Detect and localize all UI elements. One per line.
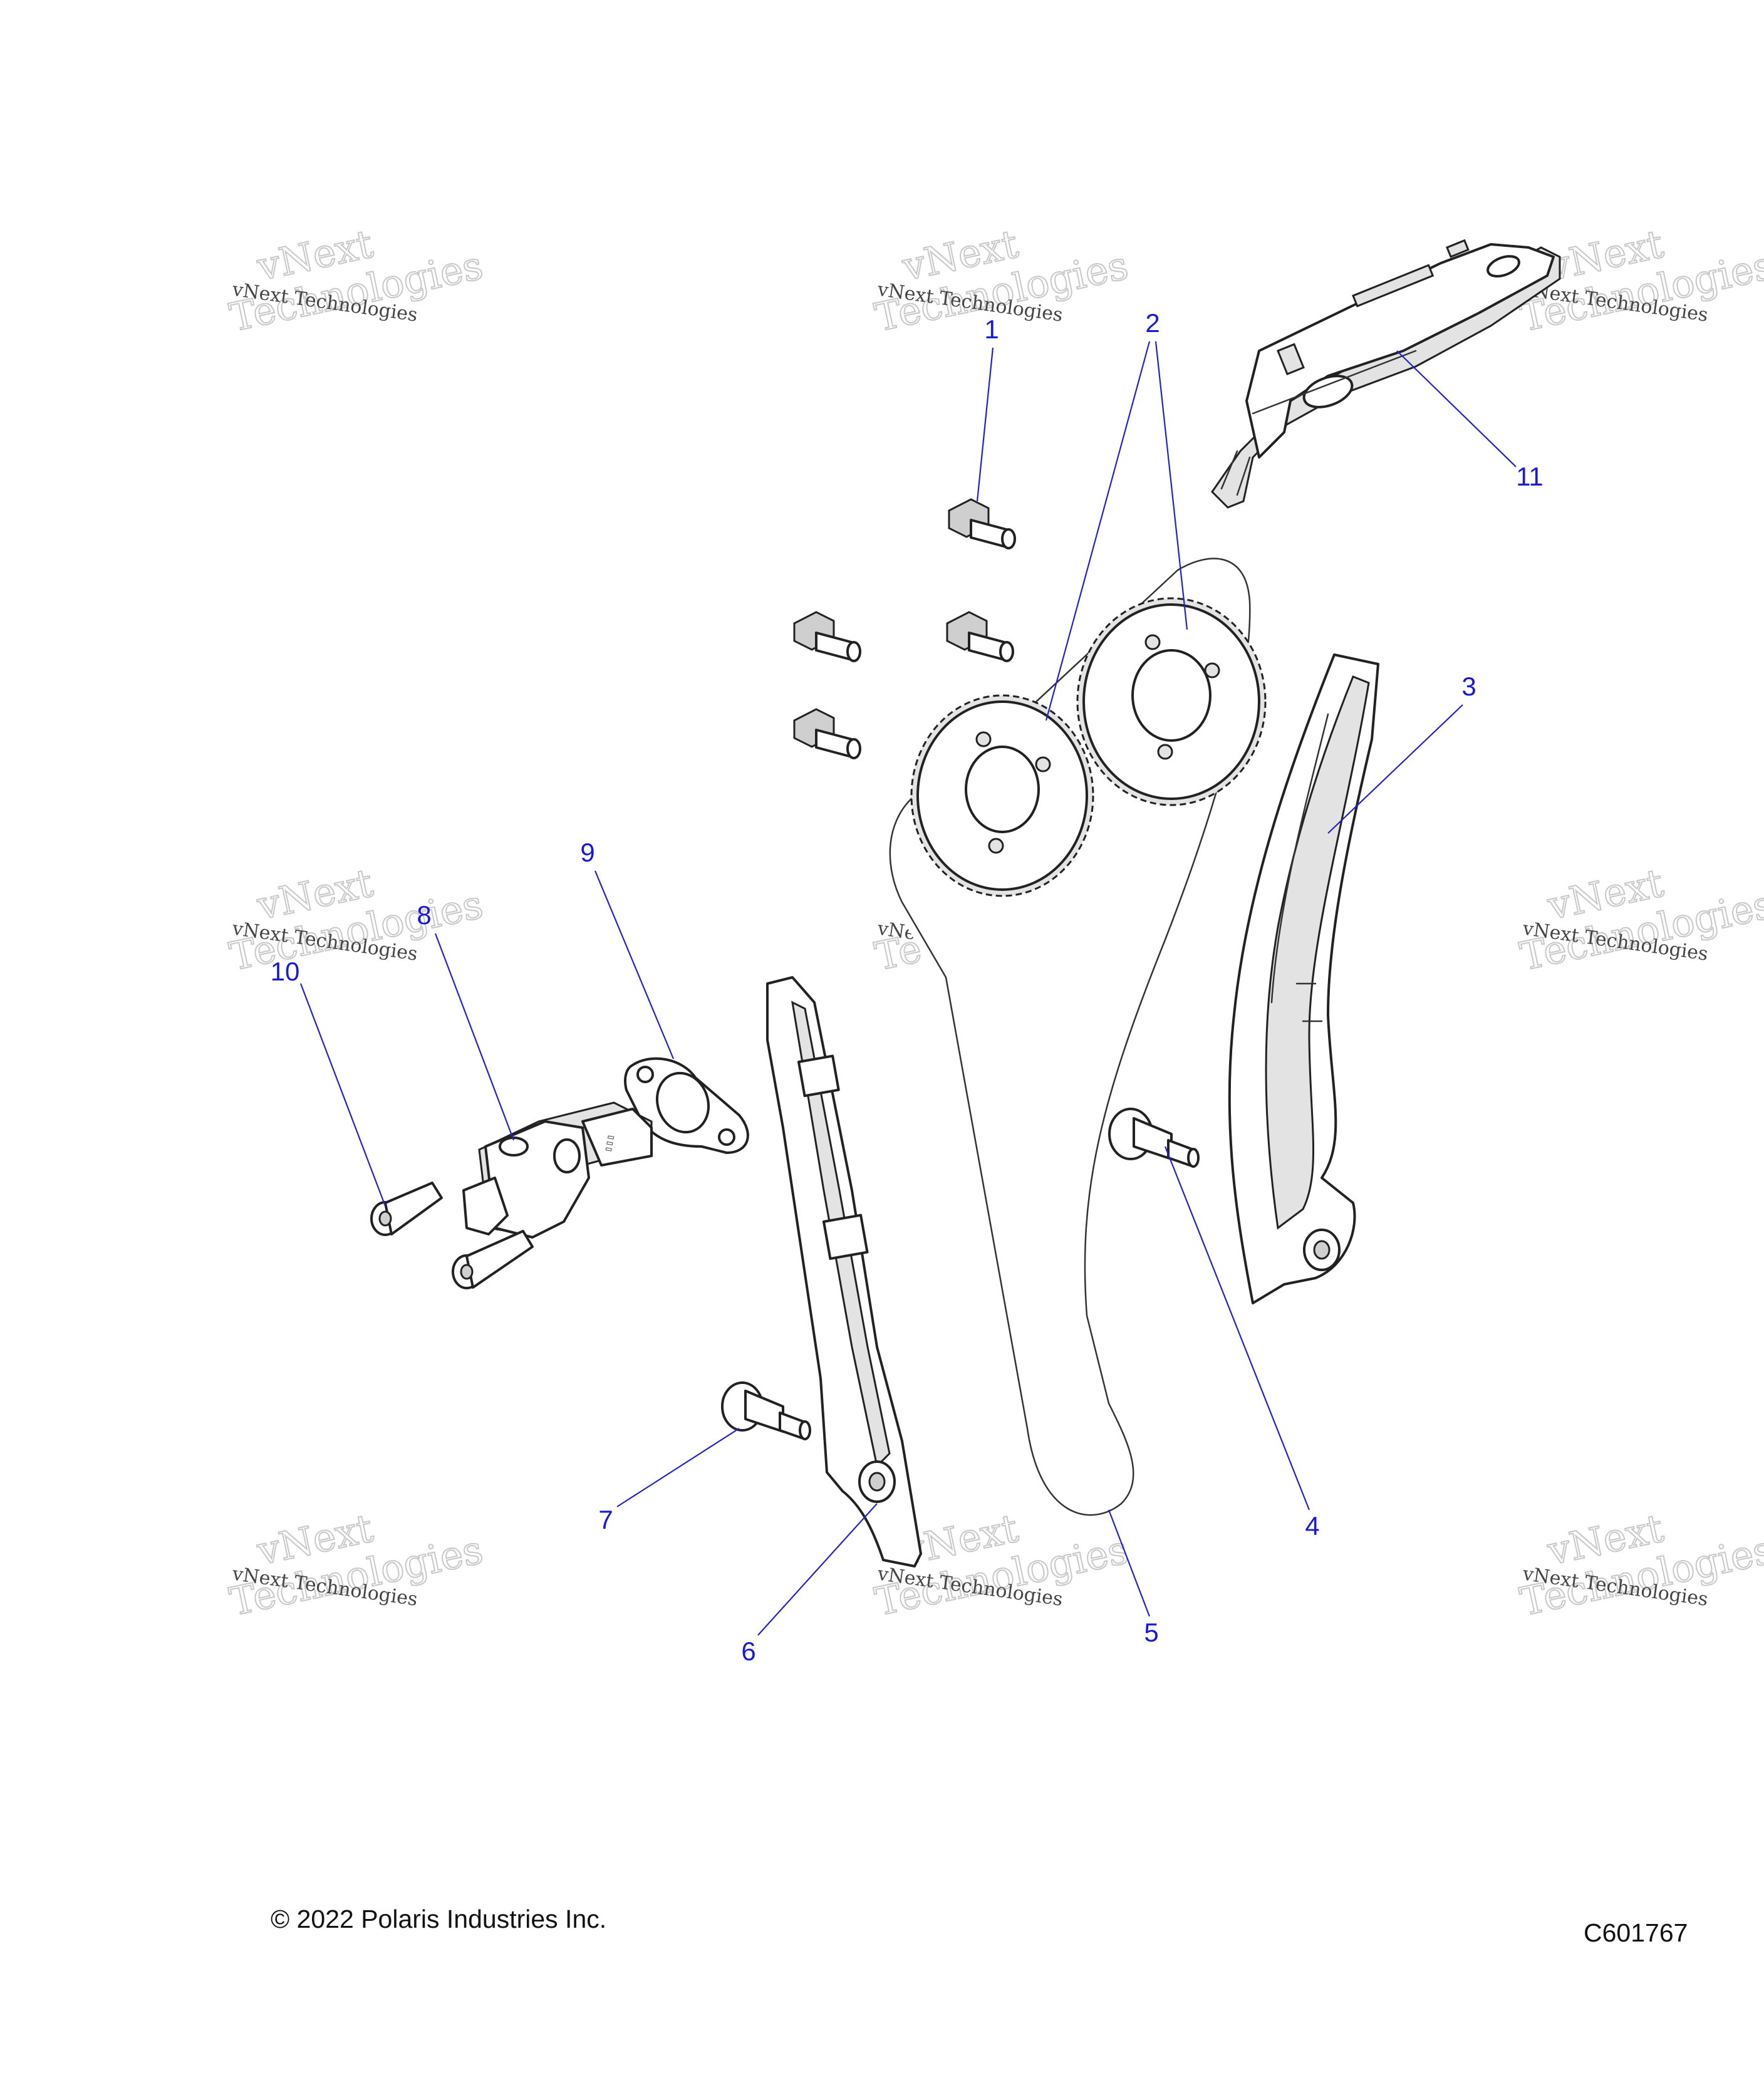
leader-2a [1045,341,1151,721]
leader-11 [1396,350,1517,467]
callout-4: 4 [1305,1511,1319,1541]
bolt [793,708,861,759]
callout-10: 10 [271,957,300,986]
part-11-guide-plate [1211,239,1561,509]
leader-10 [299,983,387,1207]
callout-6: 6 [741,1636,755,1666]
callout-9: 9 [580,838,594,867]
part-4-pivot-bolt [1108,1108,1200,1168]
part-6-chain-guide [766,976,922,1568]
sprocket-front [910,694,1094,897]
tensioner-marking: ▯▯▯ [601,1133,616,1153]
leader-3 [1327,704,1463,834]
part-7-pivot-bolt [721,1381,811,1440]
leader-1 [976,347,994,502]
callout-8: 8 [417,900,431,930]
leader-6 [757,1503,878,1636]
part-2-sprockets [910,597,1267,897]
leader-5 [1108,1509,1151,1617]
watermark: Technologies vNext vNext Technologies [225,1504,487,1625]
callout-11: 11 [1516,462,1544,491]
leader-9 [594,870,675,1059]
watermark: Technologies vNext vNext Technologies [1515,859,1764,980]
leader-4 [1164,1146,1310,1510]
callout-1: 1 [984,315,999,344]
leader-2b [1154,341,1188,630]
leader-lines [299,341,1517,1636]
drawing-number: C601767 [1584,1918,1688,1947]
copyright-notice: © 2022 Polaris Industries Inc. [271,1905,607,1933]
callout-3: 3 [1461,672,1476,701]
bolt [370,1182,443,1236]
part-9-gasket [624,1057,749,1154]
callout-labels: 1 2 3 4 5 6 7 8 9 10 11 [271,308,1544,1666]
watermark: Technologies vNext vNext Technologies [225,220,487,341]
callout-2: 2 [1145,308,1160,338]
watermark: Technologies vNext vNext Technologies [870,220,1133,341]
watermark: Technologies vNext vNext Technologies [1515,1504,1764,1625]
leader-7 [616,1428,740,1507]
callout-7: 7 [598,1505,613,1534]
watermark: Technologies vNext vNext Technologies [225,859,487,980]
part-3-chain-guide [1228,653,1379,1304]
callout-5: 5 [1144,1618,1158,1647]
bolt [452,1230,534,1289]
bolt [946,611,1014,662]
sprocket-rear [1076,597,1267,806]
part-10-bolts [370,1182,534,1289]
part-8-tensioner: ▯▯▯ [462,1101,653,1239]
leader-8 [434,933,515,1141]
part-1-bolts [793,498,1016,759]
bolt [948,498,1016,549]
bolt [793,611,861,662]
